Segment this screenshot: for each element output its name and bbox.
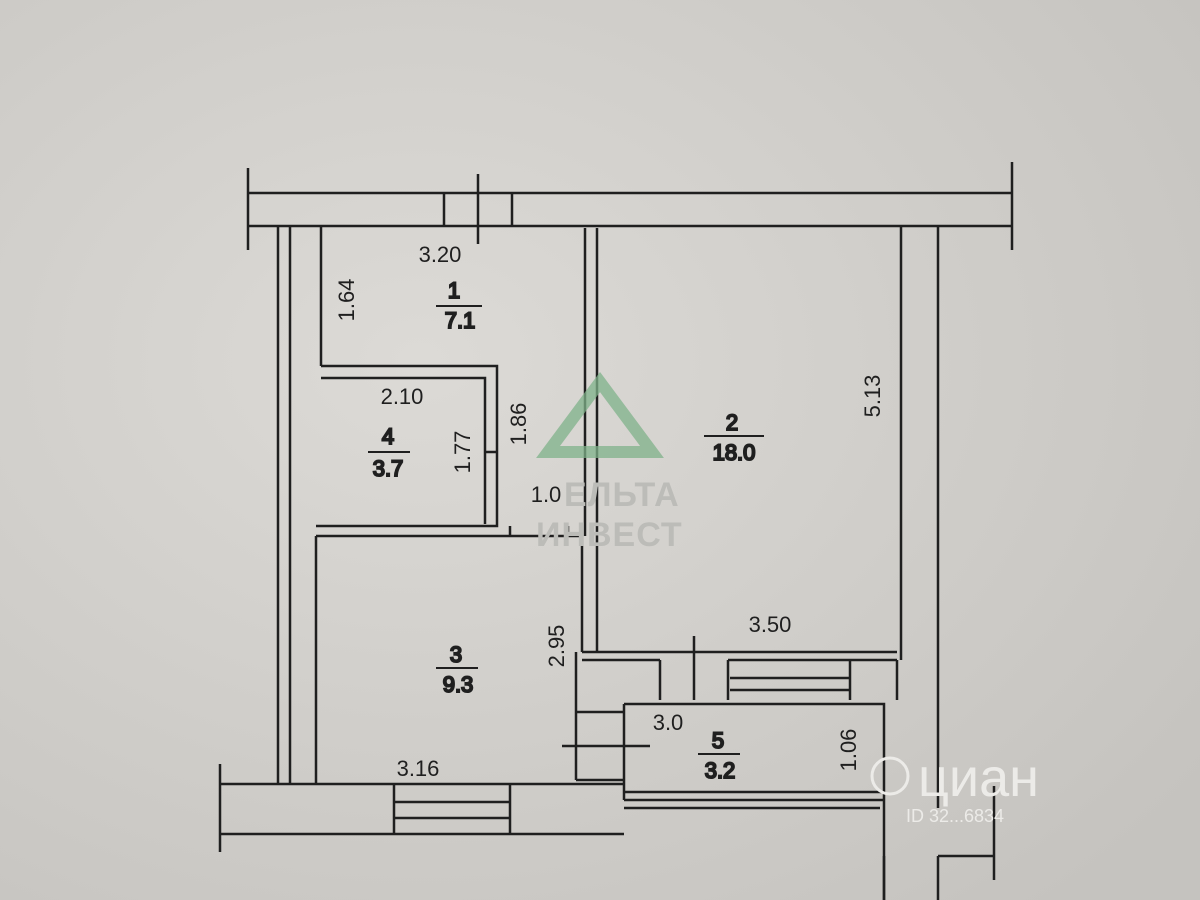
wall-center <box>574 228 599 780</box>
window-bottom <box>392 784 512 834</box>
dim-room2-width: 3.50 <box>749 612 792 637</box>
room4-area: 3.7 <box>373 456 404 481</box>
partition-4-3 <box>316 526 582 538</box>
room1-number: 1 <box>448 278 460 303</box>
wall-bottom <box>218 764 624 852</box>
dim-room3-depth: 2.95 <box>544 625 569 668</box>
watermark-line2: ИНВЕСТ <box>536 516 683 554</box>
room2-area: 18.0 <box>713 440 756 465</box>
room5-area: 3.2 <box>705 758 736 783</box>
wall-bottom-right <box>624 786 996 900</box>
wall-top <box>248 191 1012 228</box>
cian-logo-icon <box>870 756 910 796</box>
cian-id: ID 32...6834 <box>906 806 1004 826</box>
room4-number: 4 <box>382 424 394 449</box>
window-top <box>442 174 514 244</box>
dim-room4-depth-outer: 1.86 <box>506 403 531 446</box>
room4-walls <box>316 364 499 528</box>
cian-brand: циан <box>918 748 1039 808</box>
wall-left-lower <box>276 226 318 784</box>
cian-watermark: циан ID 32...6834 <box>870 748 1039 826</box>
room5-steps <box>562 710 650 782</box>
watermark-logo: ЕЛЬТА ИНВЕСТ <box>536 371 683 554</box>
dim-room3-width: 3.16 <box>397 756 440 781</box>
room-labels: 1 7.1 2 18.0 3 9.3 4 3.7 5 3.2 <box>368 277 764 784</box>
dim-room1-depth: 1.64 <box>334 279 359 322</box>
dim-room5-depth: 1.06 <box>836 729 861 772</box>
triangle-logo-icon <box>536 371 664 458</box>
wall-right <box>895 226 940 808</box>
dim-room2-depth: 5.13 <box>860 375 885 418</box>
watermark-line1: ЕЛЬТА <box>564 476 680 514</box>
dim-room5-width: 3.0 <box>653 710 684 735</box>
room1-area: 7.1 <box>445 308 476 333</box>
room3-area: 9.3 <box>443 672 474 697</box>
room3-number: 3 <box>450 642 462 667</box>
walls <box>218 162 1014 900</box>
dim-room4-width: 2.10 <box>381 384 424 409</box>
room5-number: 5 <box>712 728 724 753</box>
room5-walls <box>622 702 886 900</box>
dim-room1-width: 3.20 <box>419 242 462 267</box>
dimension-labels: 3.20 1.64 2.10 1.77 1.86 1.0 5.13 3.50 2… <box>334 242 885 781</box>
wall-left <box>288 226 323 784</box>
room2-number: 2 <box>726 410 738 435</box>
dim-door-width: 1.0 <box>531 482 562 507</box>
dim-room4-depth-inner: 1.77 <box>450 431 475 474</box>
wall-room2-bottom <box>582 636 897 700</box>
